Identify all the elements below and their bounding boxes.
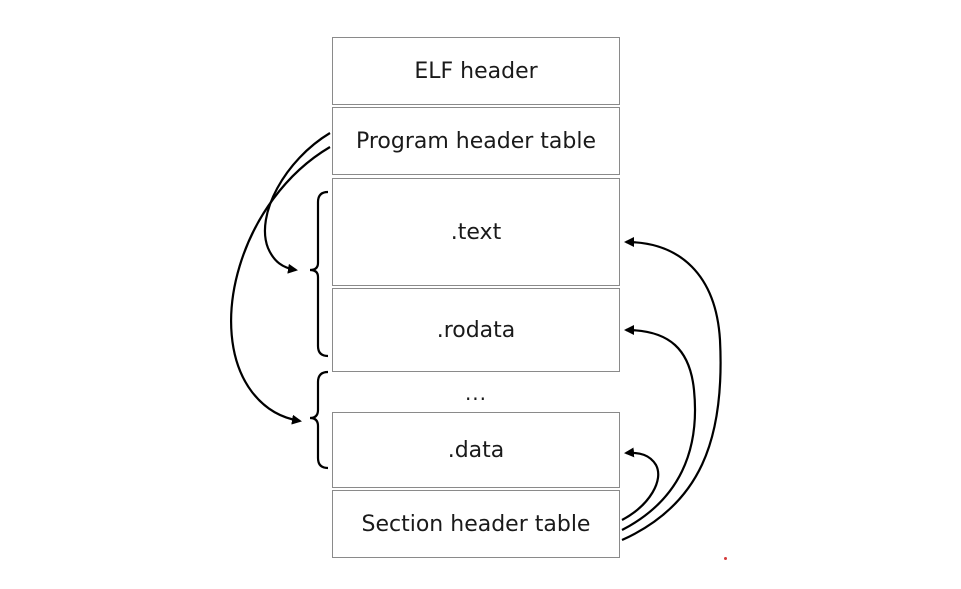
stray-mark bbox=[724, 557, 727, 560]
data-section-label: .data bbox=[447, 437, 505, 463]
rodata-section-label: .rodata bbox=[436, 317, 516, 343]
program-header-table-box: Program header table bbox=[332, 107, 620, 175]
section-header-table-label: Section header table bbox=[361, 511, 591, 537]
ellipsis-gap: ... bbox=[464, 381, 488, 405]
brace-text-rodata bbox=[309, 190, 329, 358]
text-section-label: .text bbox=[450, 219, 502, 245]
arrow-phdr-to-second-segment bbox=[230, 146, 331, 425]
elf-header-label: ELF header bbox=[414, 58, 538, 84]
section-header-table-box: Section header table bbox=[332, 490, 620, 558]
rodata-section-box: .rodata bbox=[332, 288, 620, 372]
arrow-phdr-to-first-segment bbox=[263, 132, 331, 274]
data-section-box: .data bbox=[332, 412, 620, 488]
arrow-shdr-to-text bbox=[621, 237, 722, 542]
program-header-table-label: Program header table bbox=[355, 128, 597, 154]
arrow-shdr-to-rodata bbox=[621, 325, 697, 531]
text-section-box: .text bbox=[332, 178, 620, 286]
elf-header-box: ELF header bbox=[332, 37, 620, 105]
brace-data-group bbox=[309, 370, 329, 470]
arrow-shdr-to-data bbox=[621, 447, 660, 521]
